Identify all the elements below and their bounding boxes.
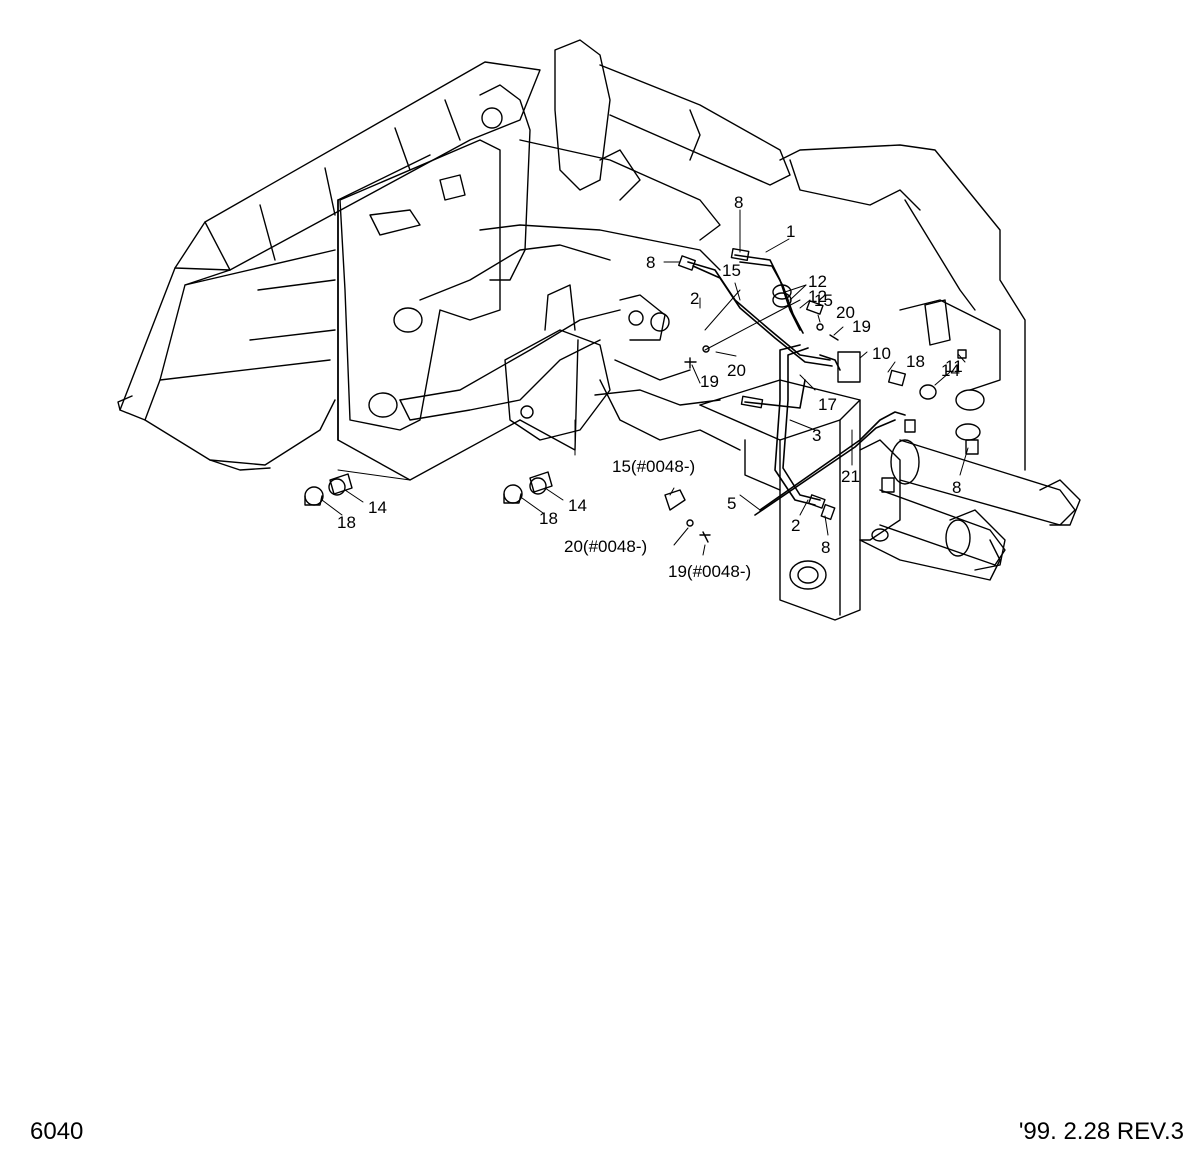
- front-frame: [594, 144, 1026, 590]
- sheet-number: 6040: [30, 1118, 84, 1145]
- frame-bracket-right: [699, 379, 861, 621]
- callout-label: 8: [646, 253, 655, 272]
- lower-lift-arm: [504, 284, 670, 441]
- callout-label: 11: [945, 357, 963, 376]
- detail-frame-left: [337, 154, 579, 481]
- callout-label: 12: [808, 287, 827, 306]
- callout-label: 15: [722, 261, 741, 280]
- callout-label: 8: [952, 478, 961, 497]
- boom-arm-left: [339, 107, 503, 431]
- lift-cylinders: [879, 439, 1081, 571]
- callout-label: 2: [690, 289, 699, 308]
- callout-label: 14: [368, 498, 387, 517]
- hose-routing: [687, 254, 906, 516]
- callout-label: 8: [821, 538, 830, 557]
- callout-label: 19: [852, 317, 871, 336]
- callout-label: 3: [812, 426, 821, 445]
- callout-label: 2: [791, 516, 800, 535]
- callout-label: 19(#0048-): [668, 562, 751, 581]
- revision-date: '99. 2.28 REV.3: [1018, 1118, 1184, 1145]
- callout-label: 18: [906, 352, 925, 371]
- callout-label: 14: [941, 361, 960, 380]
- callout-label: 5: [727, 494, 736, 513]
- callout-label: 10: [872, 344, 891, 363]
- callout-label: 19: [700, 372, 719, 391]
- callout-label: 21: [841, 467, 860, 486]
- loader-linework: [117, 39, 1081, 621]
- callout-label: 20: [836, 303, 855, 322]
- callout-label: 18: [539, 509, 558, 528]
- callout-label: 20(#0048-): [564, 537, 647, 556]
- callout-label: 8: [734, 193, 743, 212]
- callout-label: 1: [786, 222, 795, 241]
- upper-linkage: [399, 39, 791, 421]
- small-parts: [304, 247, 979, 543]
- callout-label: 12: [808, 272, 827, 291]
- callout-label: 20: [727, 361, 746, 380]
- callout-label: 18: [337, 513, 356, 532]
- bucket: [117, 61, 541, 471]
- callout-label: 17: [818, 395, 837, 414]
- callout-label: 15(#0048-): [612, 457, 695, 476]
- callout-label: 15: [814, 291, 833, 310]
- leader-lines: [321, 209, 969, 556]
- callout-label: 14: [568, 496, 587, 515]
